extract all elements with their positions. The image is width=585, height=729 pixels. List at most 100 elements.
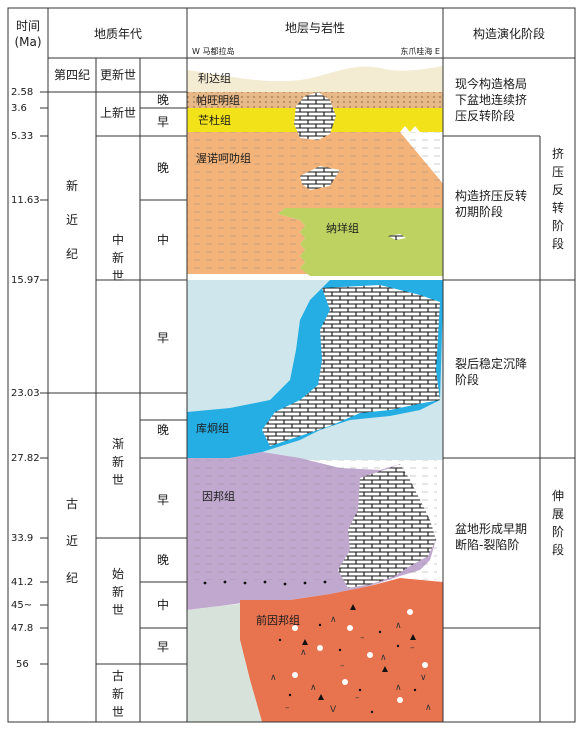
paleogene-label-3: 纪 — [66, 571, 78, 585]
paleocene-label-2: 新 — [112, 686, 124, 701]
volcanic-symbols: ∧–∧ ∧–∧ –∧– ∧–∧ ∧V∨ — [270, 615, 432, 715]
era-header: 地质年代 — [94, 27, 142, 41]
vertical-stage-char: 转 — [552, 200, 564, 215]
svg-text:–: – — [360, 633, 365, 643]
pre-ngimbang-label: 前因邦组 — [256, 613, 300, 627]
svg-text:∧: ∧ — [300, 648, 307, 658]
svg-text:∧: ∧ — [380, 653, 387, 663]
vertical-stage-char: 阶 — [552, 219, 564, 233]
sub-middle: 中 — [157, 232, 169, 247]
tectonic-stages: 现今构造格局 下盆地连续挤 压反转阶段 构造挤压反转 初期阶段 裂后稳定沉降 阶… — [455, 76, 564, 557]
neogene-label-2: 近 — [66, 213, 78, 227]
age-label: 47.8 — [11, 623, 33, 634]
sub-late: 晚 — [157, 93, 169, 107]
age-label: 45~ — [11, 600, 32, 611]
ngrayong-layer — [278, 208, 443, 276]
paleocene-label-1: 古 — [112, 668, 124, 683]
ngrayong-label: 纳垟组 — [326, 221, 359, 235]
kujung-limestone — [262, 285, 440, 446]
svg-text:∨: ∨ — [420, 673, 427, 683]
paleocene-label-3: 世 — [112, 705, 124, 719]
age-label: 15.97 — [11, 275, 40, 286]
west-label: W 马都拉岛 — [192, 46, 234, 56]
ngimbang-dots — [203, 580, 327, 586]
stage-current: 现今构造格局 下盆地连续挤 压反转阶段 — [455, 76, 531, 123]
age-label: 11.63 — [11, 195, 40, 206]
age-label: 56 — [16, 659, 29, 670]
svg-text:–: – — [285, 703, 290, 713]
vertical-stage-char: 段 — [552, 236, 564, 251]
stage-post-rift: 裂后稳定沉降 阶段 — [455, 356, 531, 387]
kujung-label: 库炯组 — [196, 421, 229, 435]
ngrayong-limestone — [388, 234, 406, 240]
neogene-label-1: 新 — [66, 178, 78, 193]
svg-text:∧: ∧ — [395, 621, 402, 631]
eocene-label-2: 新 — [112, 584, 124, 599]
formation-labels: 利达组 帕旺明组 芒杜组 渥诺呵叻组 纳垟组 库炯组 因邦组 前因邦组 — [196, 71, 359, 627]
oligocene-label-3: 世 — [112, 473, 124, 487]
pre-ngimbang-layer — [240, 578, 443, 722]
quaternary-surface — [187, 60, 443, 82]
miocene-label-3: 世 — [112, 269, 124, 283]
svg-text:∧: ∧ — [425, 703, 432, 713]
east-label: 东爪哇海 E — [400, 46, 440, 56]
stage-rift: 盆地形成早期 断陷-裂陷阶 — [455, 522, 531, 552]
vertical-stage-char: 伸 — [552, 489, 564, 503]
age-labels: 2.58 3.6 5.33 11.63 15.97 23.03 27.82 33… — [11, 87, 40, 670]
black-triangles — [302, 604, 416, 700]
sub-early: 早 — [157, 331, 169, 345]
litho-header: 地层与岩性 — [285, 20, 345, 35]
age-label: 5.33 — [11, 131, 33, 142]
basement-layer — [187, 604, 262, 722]
paleogene-label-2: 近 — [66, 534, 78, 548]
vertical-stage-char: 反 — [552, 183, 564, 197]
svg-text:–: – — [340, 661, 345, 671]
neogene-label-3: 纪 — [66, 247, 78, 261]
age-label: 33.9 — [11, 533, 33, 544]
sub-early: 早 — [157, 115, 169, 129]
age-label: 41.2 — [11, 577, 33, 588]
svg-text:∧: ∧ — [310, 683, 317, 693]
mundu-label: 芒杜组 — [198, 113, 231, 127]
vertical-stage-char: 段 — [552, 542, 564, 557]
wonocolo-label: 渥诺呵叻组 — [196, 151, 251, 165]
svg-text:∧: ∧ — [270, 673, 277, 683]
time-unit: (Ma) — [14, 35, 41, 49]
vertical-stage-char: 压 — [552, 165, 564, 179]
svg-text:–: – — [410, 643, 415, 653]
age-axis — [40, 91, 48, 665]
ngimbang-limestone — [338, 464, 436, 588]
vertical-stage-char: 展 — [552, 507, 564, 521]
miocene-label-2: 新 — [112, 250, 124, 265]
lidah-label: 利达组 — [198, 71, 231, 85]
oligocene-label-2: 新 — [112, 454, 124, 469]
age-label: 27.82 — [11, 453, 40, 464]
time-header: 时间 — [16, 19, 40, 33]
vertical-stage-char: 挤 — [552, 146, 564, 161]
age-label: 3.6 — [11, 103, 27, 114]
age-label: 2.58 — [11, 87, 33, 98]
eocene-label-3: 世 — [112, 603, 124, 617]
upper-limestone — [294, 92, 336, 140]
header: 时间 (Ma) 地质年代 地层与岩性 W 马都拉岛 东爪哇海 E 构造演化阶段 — [14, 19, 545, 56]
geologic-time-cells: 第四纪 更新世 新 近 纪 古 近 纪 上新世 中 新 世 渐 新 世 始 新 … — [54, 67, 169, 719]
sub-middle: 中 — [157, 597, 169, 612]
sub-late: 晚 — [157, 423, 169, 437]
lithology-panel: ∧–∧ ∧–∧ –∧– ∧–∧ ∧V∨ — [187, 60, 443, 722]
eocene-label-1: 始 — [112, 567, 124, 581]
svg-text:∧: ∧ — [330, 615, 337, 625]
grid — [7, 7, 576, 723]
sub-late: 晚 — [157, 553, 169, 567]
clast-symbols — [292, 609, 428, 703]
miocene-label-1: 中 — [112, 232, 124, 247]
black-dots — [278, 623, 417, 714]
ngimbang-label: 因邦组 — [202, 489, 235, 503]
holocene-label: 更新世 — [100, 67, 136, 82]
tectonic-header: 构造演化阶段 — [473, 26, 545, 41]
svg-text:∧: ∧ — [395, 683, 402, 693]
sub-early: 早 — [157, 493, 169, 507]
vertical-stage-char: 阶 — [552, 525, 564, 539]
